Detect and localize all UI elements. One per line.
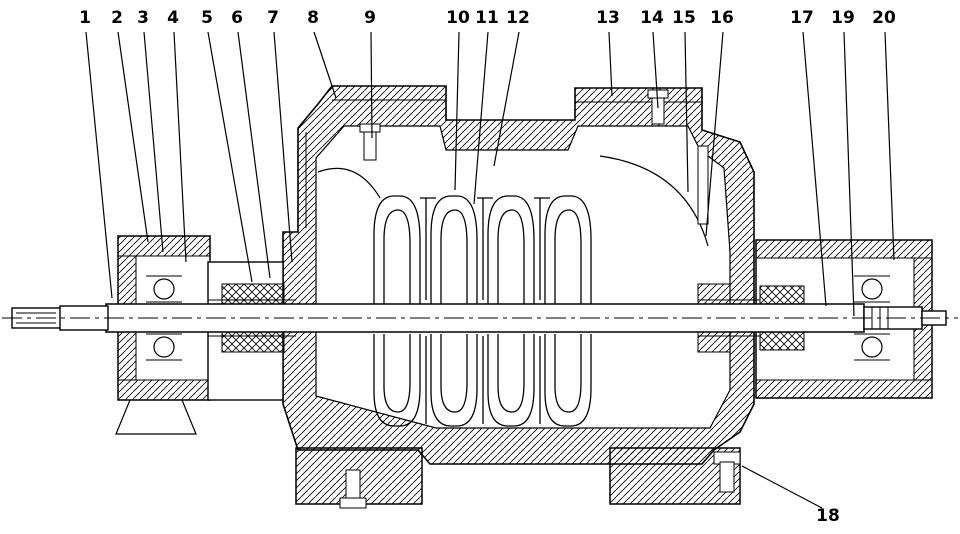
leader-line-7: [273, 31, 293, 263]
leader-line-14: [652, 31, 659, 109]
leader-line-1: [85, 31, 113, 299]
callout-17: 17: [790, 8, 814, 28]
leader-line-15: [684, 31, 689, 193]
right-housing-wall-bottom: [755, 379, 933, 399]
leader-line-11: [473, 31, 489, 205]
left-housing-wall-top: [117, 235, 211, 257]
casing-stud-nut: [359, 123, 381, 133]
bearing-ball: [861, 278, 883, 300]
impeller-bottom: [373, 334, 421, 427]
callout-3: 3: [137, 8, 149, 28]
balance-drum-lower: [697, 331, 731, 353]
callout-1: 1: [79, 8, 91, 28]
leader-line-16: [705, 31, 724, 237]
bearing-ball: [153, 278, 175, 300]
impeller-bottom: [544, 334, 592, 427]
callout-5: 5: [201, 8, 213, 28]
callout-20: 20: [872, 8, 896, 28]
leader-line-12: [493, 31, 520, 167]
balance-drum-upper: [697, 283, 731, 305]
diffuser-partition: [420, 197, 436, 300]
impeller-vane: [383, 334, 411, 413]
impeller-bottom: [430, 334, 478, 427]
impeller-top: [430, 195, 478, 304]
callout-15: 15: [672, 8, 696, 28]
callout-12: 12: [506, 8, 530, 28]
callout-10: 10: [446, 8, 470, 28]
callout-leader-lines: [85, 31, 895, 509]
left-bearing-assembly: [115, 235, 211, 435]
leader-line-4: [173, 31, 187, 263]
leader-line-18: [741, 465, 823, 509]
tie-bolt: [697, 145, 709, 225]
right-packing-upper: [759, 285, 805, 305]
right-housing-wall-top: [755, 239, 933, 259]
casing-stud: [363, 129, 377, 161]
leader-line-17: [802, 31, 827, 307]
callout-16: 16: [710, 8, 734, 28]
callout-6: 6: [231, 8, 243, 28]
leader-line-2: [117, 31, 149, 243]
casing-inner-cavity: [315, 125, 731, 429]
leader-line-13: [608, 31, 613, 97]
right-packing-lower: [759, 331, 805, 351]
impeller-vane: [497, 334, 525, 413]
impeller-vane: [383, 209, 411, 304]
diffuser-partition: [534, 197, 550, 300]
leader-line-3: [143, 31, 164, 253]
impeller-bottom: [487, 334, 535, 427]
bearing-ball: [861, 336, 883, 358]
callout-8: 8: [307, 8, 319, 28]
callout-11: 11: [475, 8, 499, 28]
leader-line-5: [207, 31, 253, 283]
callout-2: 2: [111, 8, 123, 28]
callout-13: 13: [596, 8, 620, 28]
packing-rings-upper: [221, 283, 285, 305]
callout-19: 19: [831, 8, 855, 28]
balance-drum: [697, 283, 731, 353]
impeller-vane: [440, 334, 468, 413]
callout-9: 9: [364, 8, 376, 28]
pump-casing: [282, 85, 755, 465]
studs-and-bolts: [359, 89, 709, 225]
callout-4: 4: [167, 8, 179, 28]
volute-curve-right: [599, 155, 709, 247]
left-foot-bolt-head: [339, 497, 367, 509]
callout-18: 18: [816, 506, 840, 526]
diffuser-partition: [477, 197, 493, 300]
impeller-vane: [554, 209, 582, 304]
volute-curve-left: [317, 167, 381, 199]
leader-line-10: [454, 31, 460, 191]
discharge-stud-nut: [647, 89, 669, 99]
impeller-vane: [497, 209, 525, 304]
impeller-top: [487, 195, 535, 304]
callout-7: 7: [267, 8, 279, 28]
pump-feet: [295, 447, 741, 509]
leader-line-19: [843, 31, 855, 317]
left-bracket-support: [115, 399, 197, 435]
left-housing-wall-bottom: [117, 379, 211, 401]
leader-line-9: [370, 31, 373, 139]
leader-line-8: [313, 31, 337, 99]
impeller-vane: [440, 209, 468, 304]
leader-line-6: [237, 31, 271, 279]
packing-rings-lower: [221, 331, 285, 353]
leader-line-20: [884, 31, 895, 261]
impeller-top: [544, 195, 592, 304]
impeller-stages: [373, 195, 592, 427]
impeller-top: [373, 195, 421, 304]
callout-14: 14: [640, 8, 664, 28]
left-foot-bolt-shank: [345, 469, 361, 501]
impeller-vane: [554, 334, 582, 413]
right-foot-bolt-shank: [719, 461, 735, 493]
bearing-ball: [153, 336, 175, 358]
